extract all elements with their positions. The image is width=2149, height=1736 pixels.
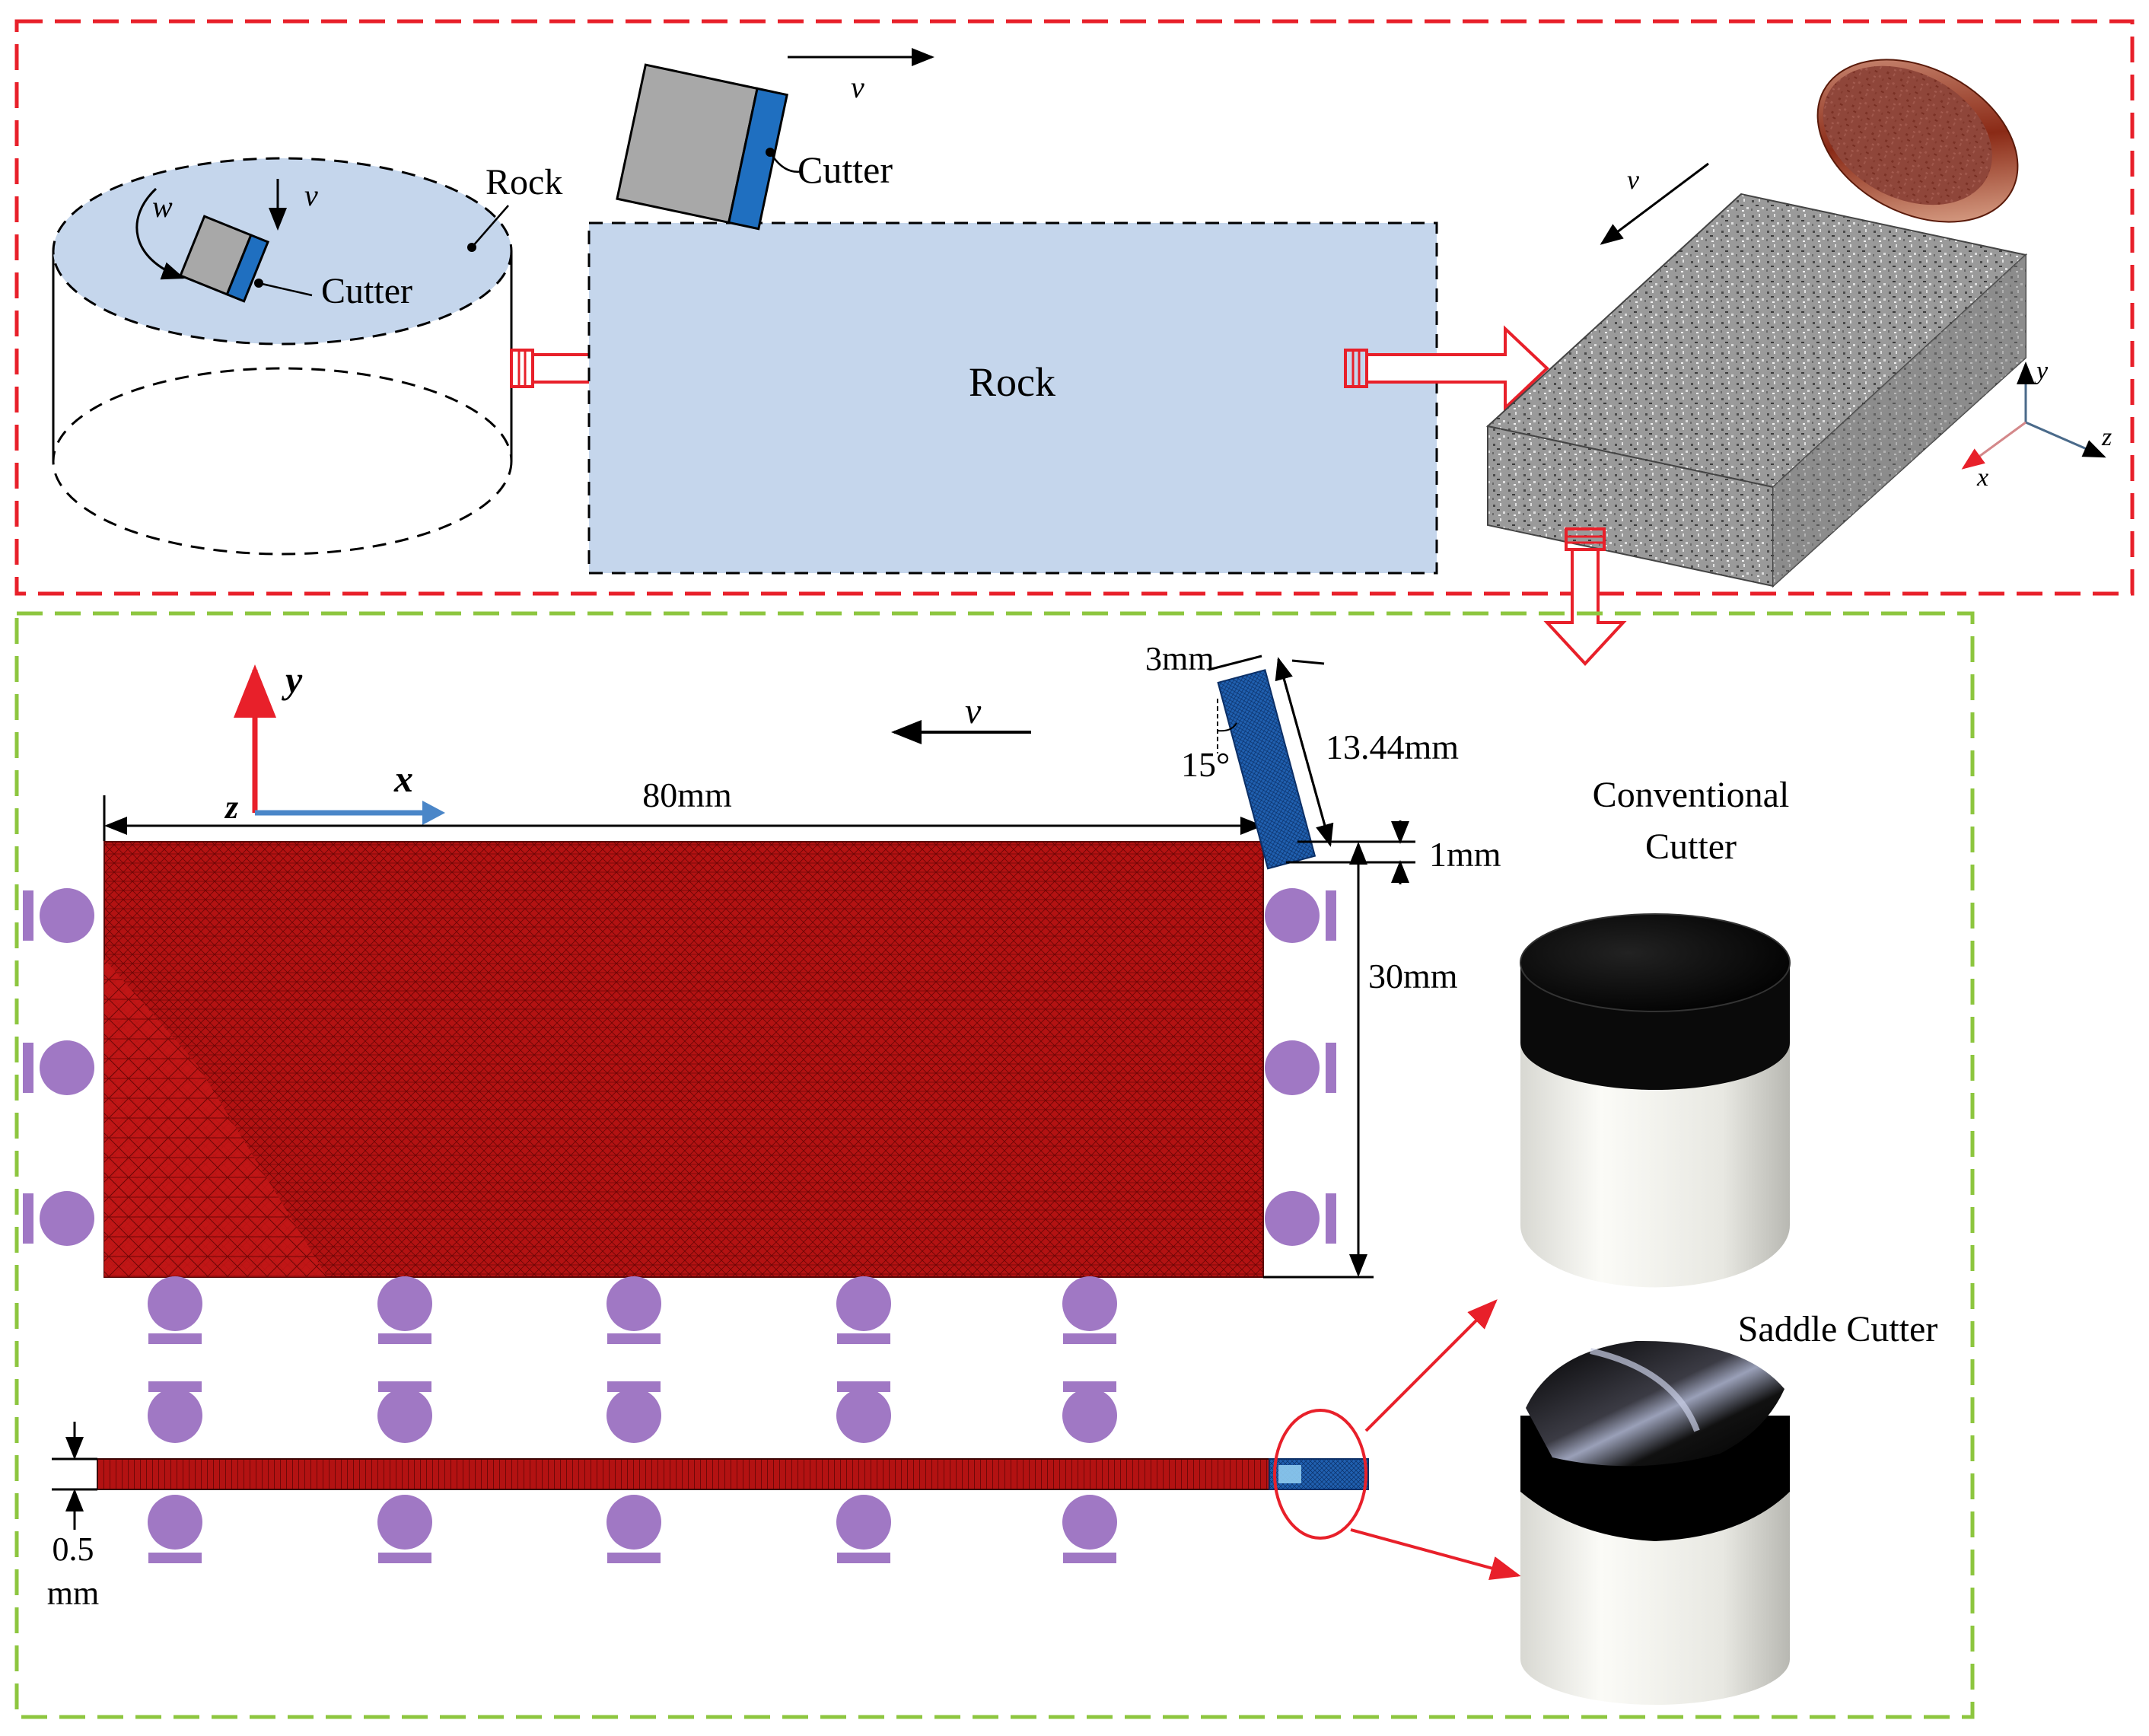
granite-velocity-symbol: v [1627, 164, 1639, 195]
top-velocity-symbol: v [851, 70, 864, 104]
rock-rectangle: Rock [587, 221, 1438, 575]
zoom-arrow-conventional [1364, 1299, 1498, 1432]
top-axis-x: x [1976, 463, 1988, 492]
length-dimension: 80mm [103, 776, 1265, 841]
height-dimension: 30mm [1263, 842, 1458, 1279]
rock-cylinder: w v Rock Cutter [52, 157, 562, 556]
depth-of-cut-text: 1mm [1429, 835, 1501, 874]
top-panel-frame [14, 19, 2135, 596]
cylinder-cutter-blade [225, 233, 270, 303]
copper-cutter [1816, 59, 2019, 223]
rotation-symbol: w [152, 190, 173, 224]
saddle-cutter-label: Saddle Cutter [1738, 1309, 1938, 1349]
conventional-cutter-render [1520, 913, 1791, 1288]
cylinder-velocity-symbol: v [304, 178, 318, 212]
height-dim-text: 30mm [1368, 957, 1458, 995]
zoom-ellipse [1273, 1409, 1367, 1540]
top-axis-z: z [2101, 423, 2112, 451]
left-supports [23, 888, 94, 1246]
top-cutter-label: Cutter [798, 148, 893, 191]
bottom-velocity-symbol: v [965, 691, 982, 731]
transition-arrow-2 [1344, 325, 1549, 412]
transition-arrow-down [1543, 527, 1627, 666]
bottom-panel-frame [14, 611, 1975, 1719]
axis-x-label: x [393, 757, 413, 800]
thickness-dimension: 0.5 mm [47, 1422, 99, 1612]
cutter-length-dim: 13.44mm [1326, 728, 1459, 766]
cylinder-cutter-label: Cutter [321, 271, 412, 311]
length-dim-text: 80mm [642, 776, 732, 814]
conventional-label-line1: Conventional [1593, 775, 1790, 815]
saddle-cutter-render [1520, 1340, 1790, 1705]
zoom-arrow-saddle [1350, 1528, 1521, 1580]
thickness-dim-value: 0.5 [53, 1531, 94, 1568]
cylinder-rock-label: Rock [486, 162, 562, 202]
right-supports [1265, 888, 1336, 1246]
rotation-arrow [135, 187, 185, 280]
rock-mesh [103, 841, 1264, 1278]
depth-of-cut-dimension: 1mm [1286, 820, 1501, 884]
rock-mesh-coarse-region [104, 959, 327, 1277]
conventional-label-line2: Cutter [1645, 827, 1737, 867]
thickness-dim-unit: mm [47, 1575, 99, 1612]
top-cutter [616, 63, 789, 231]
mesh-cutter [1217, 669, 1316, 870]
cylinder-top-face [52, 157, 513, 346]
axis-z-label: z [224, 788, 238, 826]
top-axis-y: y [2034, 357, 2049, 385]
thin-strip-mesh [97, 1458, 1270, 1490]
axis-y-label: y [282, 658, 303, 701]
top-panel: w v Rock Cutter Rock Cutter v [14, 19, 2135, 666]
block-rock-label: Rock [969, 359, 1055, 405]
bottom-supports [148, 1276, 1117, 1344]
cutter-width-dim: 3mm [1145, 640, 1214, 677]
strip-top-supports [148, 1381, 1117, 1443]
granite-block [1485, 193, 2028, 588]
strip-bottom-supports [148, 1495, 1117, 1563]
cutter-dimensions: 3mm 13.44mm 15° [1145, 640, 1459, 847]
granite-velocity-arrow [1600, 162, 1709, 245]
rake-angle-dim: 15° [1181, 745, 1230, 784]
top-axes: y z x [1961, 357, 2112, 492]
bottom-panel: y x z v 80mm 3mm 13.44mm [14, 611, 1975, 1719]
